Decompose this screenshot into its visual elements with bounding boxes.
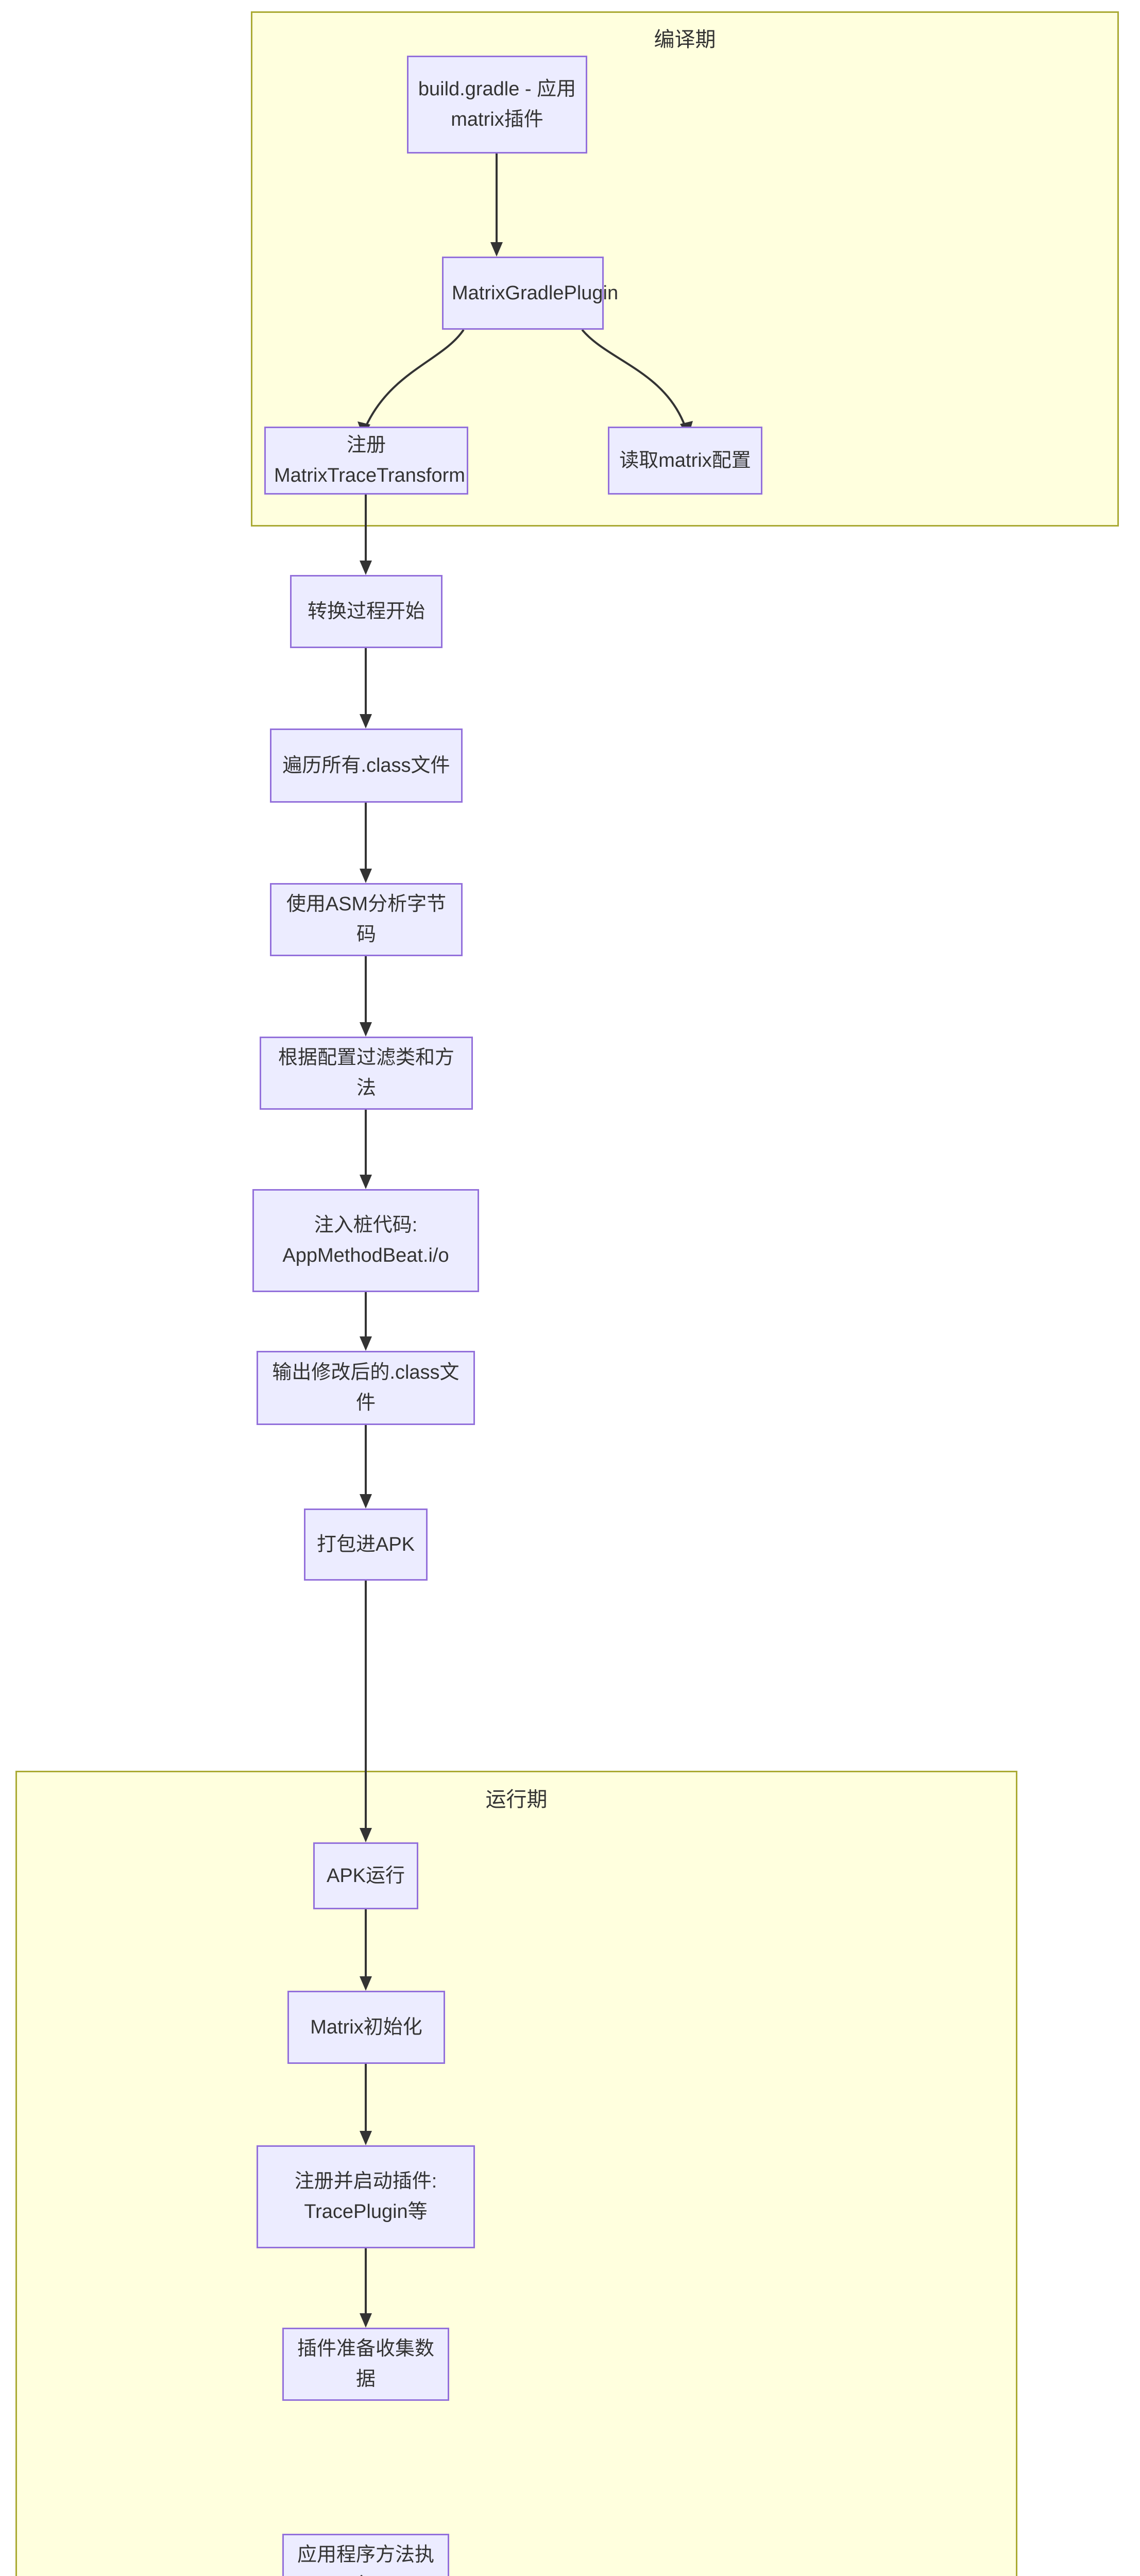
node-matrix-gradle-plugin[interactable]: MatrixGradlePlugin (442, 257, 619, 330)
node-filter-classes-methods[interactable]: 根据配置过滤类和方法 (260, 1037, 473, 1110)
node-matrix-init[interactable]: Matrix初始化 (287, 1991, 445, 2064)
node-label: 注册MatrixTraceTransform (274, 434, 465, 486)
node-label: 使用ASM分析字节码 (286, 893, 447, 945)
node-label: 读取matrix配置 (619, 449, 751, 471)
node-label: 输出修改后的.class文件 (272, 1362, 460, 1414)
node-label: 应用程序方法执行 (297, 2544, 434, 2576)
node-label: Matrix初始化 (310, 2016, 422, 2038)
node-label: 注入桩代码:AppMethodBeat.i/o (282, 1214, 449, 1266)
node-label: 根据配置过滤类和方法 (278, 1047, 454, 1099)
node-label: 转换过程开始 (307, 600, 425, 622)
node-label: 打包进APK (316, 1533, 415, 1555)
node-traverse-class-files[interactable]: 遍历所有.class文件 (270, 728, 463, 803)
node-label: APK运行 (326, 1865, 405, 1887)
node-plugin-prepare-collect[interactable]: 插件准备收集数据 (282, 2328, 449, 2401)
subgraph-compile-title: 编译期 (654, 28, 716, 51)
node-inject-stub-code[interactable]: 注入桩代码:AppMethodBeat.i/o (252, 1189, 479, 1292)
node-asm-analyze-bytecode[interactable]: 使用ASM分析字节码 (270, 883, 463, 956)
node-read-matrix-config[interactable]: 读取matrix配置 (608, 427, 762, 495)
node-register-start-plugins[interactable]: 注册并启动插件:TracePlugin等 (257, 2145, 475, 2248)
node-app-method-execute[interactable]: 应用程序方法执行 (282, 2534, 449, 2576)
subgraph-runtime (15, 1771, 1017, 2576)
node-build-gradle[interactable]: build.gradle - 应用matrix插件 (407, 56, 587, 154)
node-transform-start[interactable]: 转换过程开始 (290, 575, 443, 648)
node-label: MatrixGradlePlugin (452, 282, 619, 304)
node-label: 插件准备收集数据 (297, 2338, 434, 2390)
node-label: build.gradle - 应用matrix插件 (418, 78, 576, 130)
node-label: 遍历所有.class文件 (282, 754, 450, 776)
node-package-into-apk[interactable]: 打包进APK (304, 1509, 428, 1581)
subgraph-runtime-title: 运行期 (485, 1788, 548, 1811)
node-apk-running[interactable]: APK运行 (313, 1842, 418, 1909)
node-register-matrix-trace-transform[interactable]: 注册MatrixTraceTransform (264, 427, 468, 495)
node-output-modified-class[interactable]: 输出修改后的.class文件 (257, 1351, 475, 1425)
node-label: 注册并启动插件:TracePlugin等 (294, 2171, 437, 2223)
